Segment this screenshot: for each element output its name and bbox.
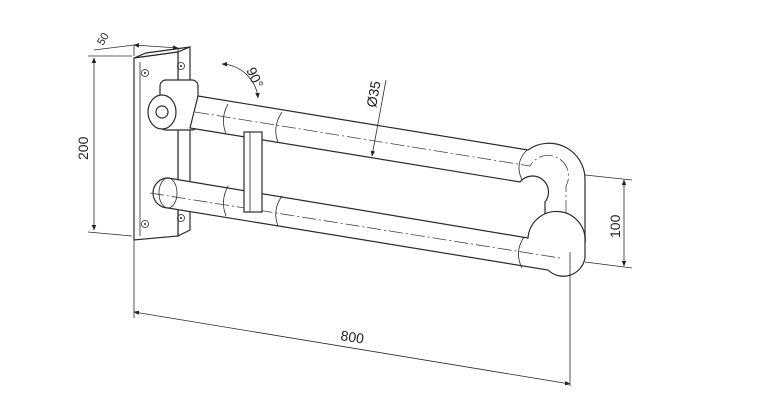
- dimension-depth: 50: [93, 31, 179, 56]
- rotation-label: 90°: [243, 65, 266, 91]
- diameter-label: Ø35: [363, 79, 383, 108]
- depth-label: 50: [95, 31, 112, 48]
- dimension-length: 800: [133, 240, 571, 386]
- length-label: 800: [340, 327, 366, 346]
- spacing-label: 100: [607, 214, 623, 238]
- support-bracket: [243, 131, 263, 213]
- dimension-diameter: Ø35: [363, 79, 387, 157]
- screw-hole-icon: [141, 62, 185, 228]
- dimension-spacing: 100: [584, 174, 633, 269]
- dimension-height: 200: [75, 55, 133, 237]
- lower-tube: [149, 177, 586, 277]
- wall-plate: [133, 46, 191, 241]
- dimension-rotation: 90°: [221, 62, 267, 99]
- pivot-hub: [147, 79, 199, 131]
- height-label: 200: [75, 136, 91, 160]
